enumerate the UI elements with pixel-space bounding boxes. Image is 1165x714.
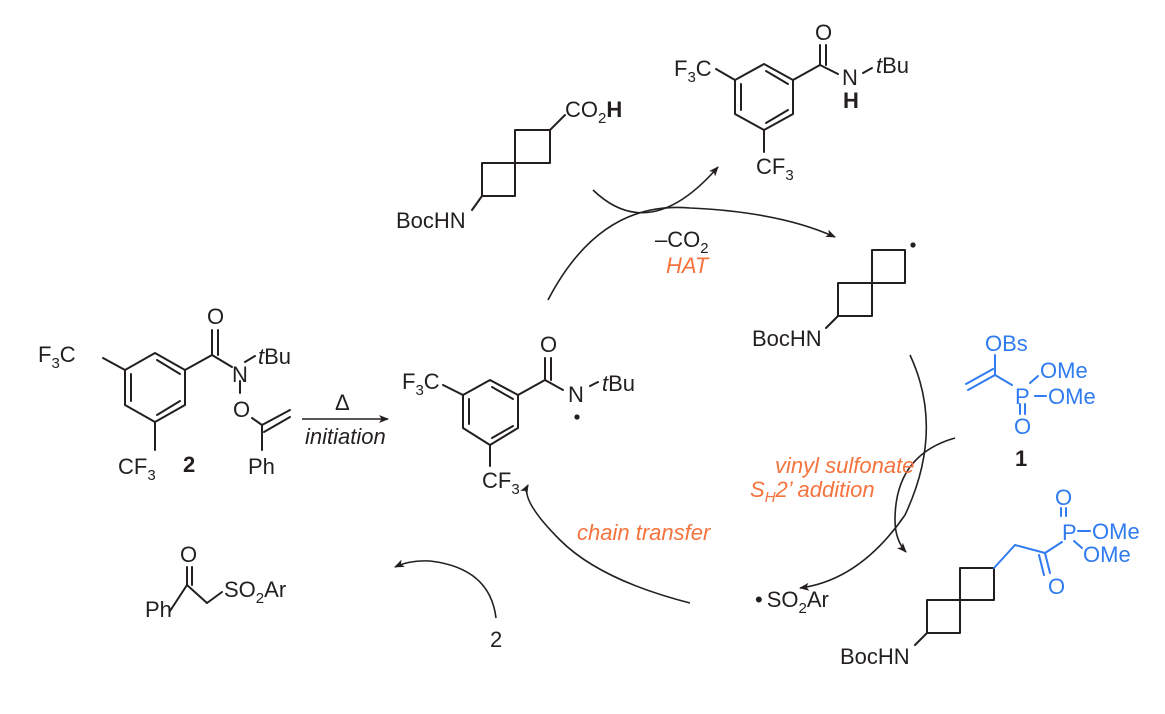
obs-group: OBs xyxy=(985,331,1028,356)
ketosulfone-byproduct: O Ph SO2Ar xyxy=(145,542,286,622)
phenyl-group: Ph xyxy=(248,454,275,479)
carbonyl-oxygen: O xyxy=(815,20,832,45)
tbu-group: tBu xyxy=(258,344,291,369)
minus-co2-label: –CO2 xyxy=(655,227,709,257)
cf3-group: CF3 xyxy=(118,454,156,484)
ether-oxygen: O xyxy=(233,397,250,422)
bochn-group: BocHN xyxy=(396,208,466,233)
amidyl-radical: O N tBu F3C CF3 xyxy=(402,332,635,498)
sh2-step: vinyl sulfonate SH2’ addition xyxy=(750,354,956,591)
benzene-ring xyxy=(124,352,186,423)
cf3-group: CF3 xyxy=(756,154,794,184)
hat-step: –CO2 HAT xyxy=(547,166,836,301)
vinyl-sulfonate-label: vinyl sulfonate xyxy=(775,453,914,478)
heat-symbol: Δ xyxy=(335,390,350,415)
ome-group-1: OMe xyxy=(1092,519,1140,544)
radical-dot xyxy=(910,242,916,248)
phosphorus: P xyxy=(1015,384,1030,409)
ome-group-1: OMe xyxy=(1040,358,1088,383)
phosphorus: P xyxy=(1062,520,1077,545)
amide-nitrogen: N xyxy=(842,65,858,90)
hat-label: HAT xyxy=(666,253,710,278)
amide-hydrogen: H xyxy=(843,88,859,113)
phosphonate-product: O P OMe OMe O BocHN xyxy=(840,485,1140,669)
phosphoryl-oxygen: O xyxy=(1055,485,1072,510)
tbu-group: tBu xyxy=(602,371,635,396)
chain-transfer-step: chain transfer 2 xyxy=(394,484,712,652)
spiro-carboxylic-acid: CO2H BocHN xyxy=(396,97,622,233)
carbonyl-oxygen: O xyxy=(180,542,197,567)
ketone-oxygen: O xyxy=(1048,574,1065,599)
carbonyl-oxygen: O xyxy=(207,304,224,329)
bochn-group: BocHN xyxy=(752,326,822,351)
radical-dot xyxy=(574,414,580,420)
initiation-label: initiation xyxy=(305,424,386,449)
bochn-group: BocHN xyxy=(840,644,910,669)
compound-number-1: 1 xyxy=(1015,446,1027,471)
ome-group-2: OMe xyxy=(1083,542,1131,567)
chain-transfer-label: chain transfer xyxy=(577,520,712,545)
sh2-addition-label: SH2’ addition xyxy=(750,477,875,506)
sulfonyl-group: SO2Ar xyxy=(224,577,286,607)
amide-product: O N H tBu F3C CF3 xyxy=(674,20,909,184)
compound-number-2: 2 xyxy=(183,452,195,477)
tbu-group: tBu xyxy=(876,53,909,78)
sulfonyl-radical: •SO2Ar xyxy=(755,587,829,617)
ome-group-2: OMe xyxy=(1048,384,1096,409)
amide-nitrogen: N xyxy=(232,362,248,387)
reagent-2-label: 2 xyxy=(490,627,502,652)
compound-2: O N tBu O Ph F3C CF3 2 xyxy=(38,304,291,484)
cf3-group: CF3 xyxy=(482,468,520,498)
carboxyl-group: CO2H xyxy=(565,97,622,127)
spiro-alkyl-radical: BocHN xyxy=(752,242,916,351)
initiation-arrow: Δ initiation xyxy=(302,390,389,449)
phenyl-group: Ph xyxy=(145,597,172,622)
amidyl-nitrogen: N xyxy=(568,382,584,407)
reagent-1: OBs OMe OMe P O 1 xyxy=(965,331,1096,471)
phosphoryl-oxygen: O xyxy=(1014,414,1031,439)
f3c-group: F3C xyxy=(402,369,440,399)
f3c-group: F3C xyxy=(674,56,712,86)
f3c-group: F3C xyxy=(38,342,76,372)
carbonyl-oxygen: O xyxy=(540,332,557,357)
